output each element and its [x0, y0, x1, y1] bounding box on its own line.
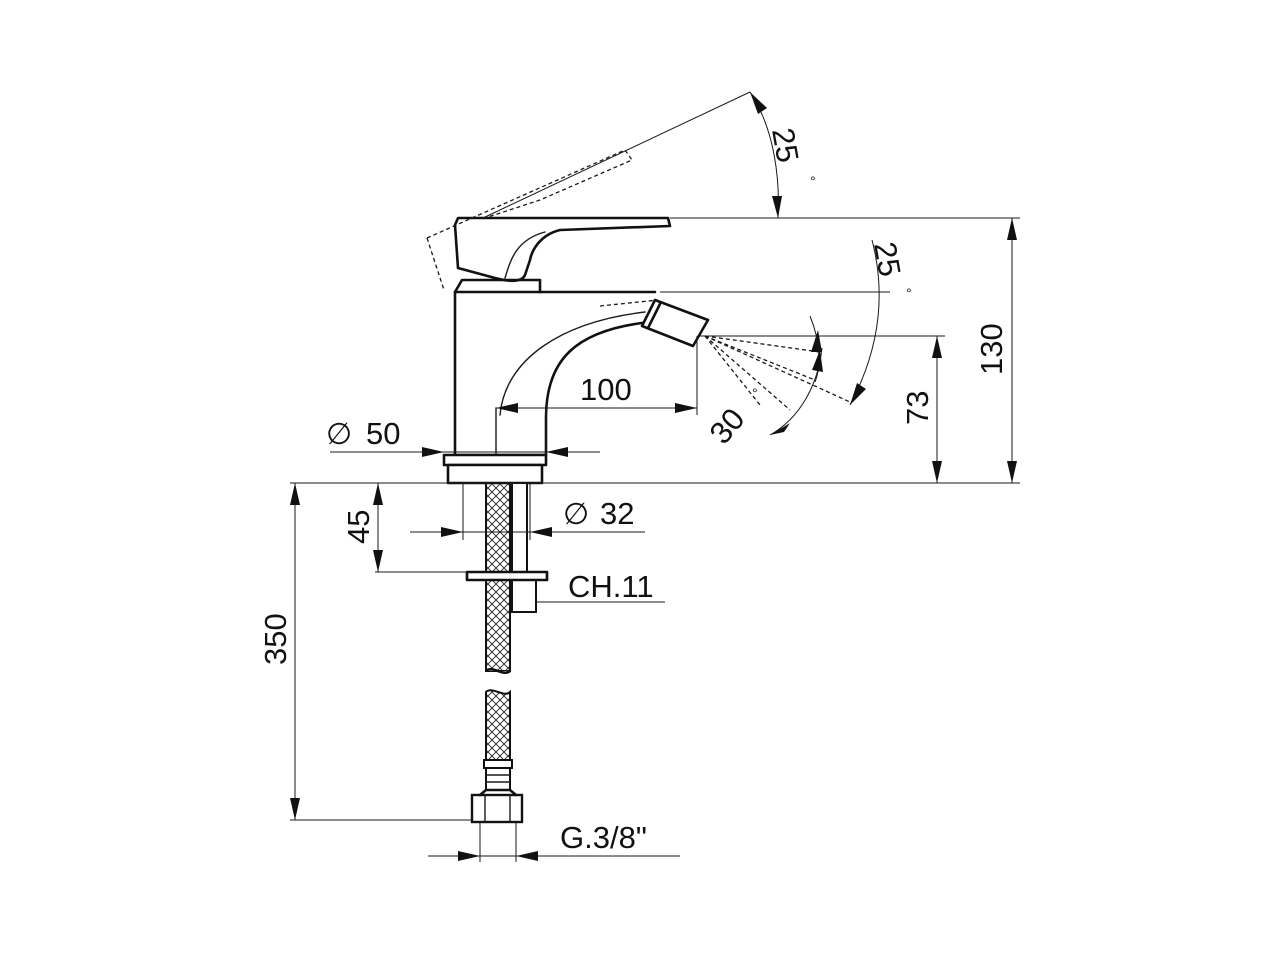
- angle-lever: [749, 91, 782, 219]
- degree-spray: °: [752, 385, 758, 401]
- label-height-total: 130: [974, 323, 1009, 375]
- label-spout-height: 73: [900, 391, 935, 425]
- degree-nozzle: °: [906, 285, 912, 301]
- label-spout-reach: 100: [580, 372, 632, 407]
- dim-thread-depth: [373, 483, 383, 572]
- label-nozzle-angle: 25: [867, 239, 907, 279]
- label-connection: G.3/8": [560, 820, 647, 855]
- nozzle: [599, 298, 710, 348]
- label-diameter-base: 50: [366, 416, 400, 451]
- lever: [453, 216, 672, 282]
- lever-tilted-dashed: [426, 149, 633, 291]
- degree-lever: °: [810, 173, 816, 189]
- dim-spout-height: [932, 336, 942, 483]
- spray-lines: [704, 335, 851, 411]
- hose-nut: [470, 793, 524, 824]
- label-thread-depth: 45: [341, 510, 376, 544]
- angle-nozzle: [809, 239, 880, 406]
- dim-connection: [428, 851, 680, 861]
- tap-body: [442, 278, 657, 485]
- dim-spout-reach: [496, 403, 697, 413]
- diameter-symbol-hole: ∅: [563, 498, 589, 531]
- dim-diameter-base: [330, 447, 600, 457]
- base-ring: [446, 463, 544, 485]
- base-plate: [442, 453, 548, 467]
- hose-assembly: [465, 482, 549, 824]
- label-lever-angle: 25: [765, 125, 805, 165]
- label-hose-length: 350: [258, 613, 293, 665]
- dim-height-total: [1007, 218, 1017, 483]
- label-diameter-hole: 32: [600, 496, 634, 531]
- dim-hose-length: [290, 483, 300, 820]
- dim-diameter-hole: [410, 527, 645, 537]
- extension-lines: [290, 91, 1020, 862]
- label-nut-size: CH.11: [568, 569, 654, 604]
- diameter-symbol-base: ∅: [326, 418, 352, 451]
- fixing-washer: [465, 570, 549, 582]
- label-spray-angle: 30: [703, 402, 752, 451]
- angle-spray: [769, 347, 823, 436]
- spout-inner-line: [499, 311, 646, 416]
